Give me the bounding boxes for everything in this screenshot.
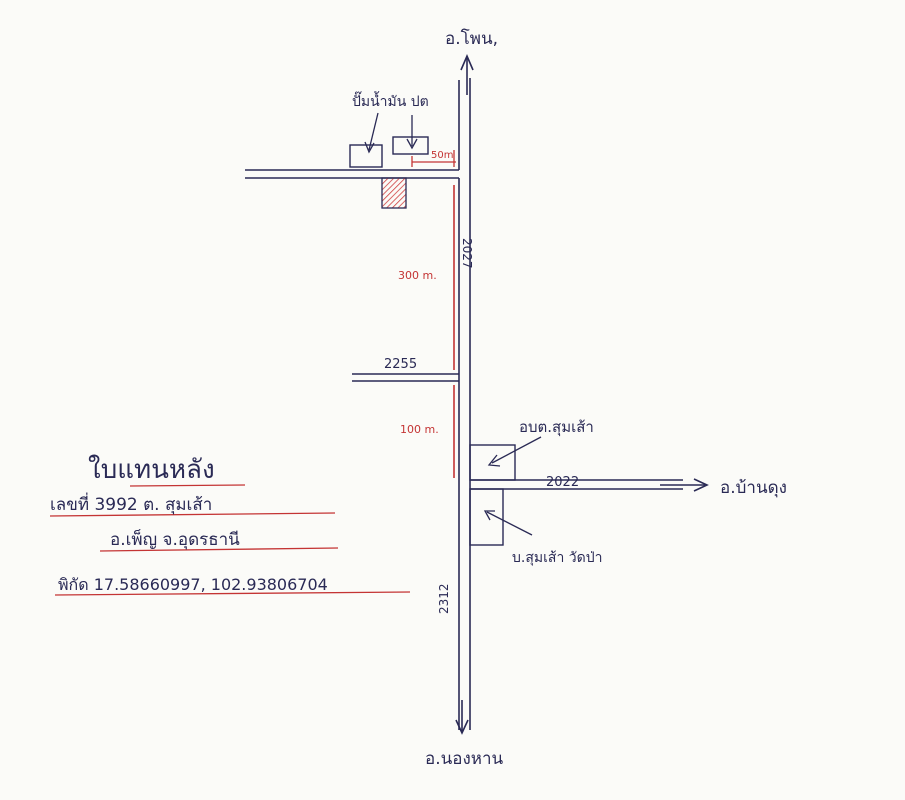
village-temple <box>469 488 533 546</box>
note-title: ใบแทนหลัง <box>88 455 215 485</box>
subdistrict-office <box>469 436 542 481</box>
main-road <box>458 78 471 730</box>
distance-label-north: 50m <box>431 150 453 161</box>
north-arrow-icon <box>460 53 474 95</box>
gas-station-label: ปั๊มน้ำมัน ปต <box>352 91 429 110</box>
distance-label-upper: 300 m. <box>398 269 437 282</box>
note-address-line2: อ.เพ็ญ จ.อุดรธานี <box>110 528 240 550</box>
south-direction-label: อ.นองหาน <box>425 749 503 769</box>
road-number-middle: 2255 <box>384 357 417 372</box>
note-coordinates: พิกัด 17.58660997, 102.93806704 <box>58 575 328 594</box>
distance-markers <box>411 150 456 478</box>
north-direction-label: อ.โพน, <box>445 28 498 49</box>
village-temple-label: บ.สุมเส้า วัดป่า <box>512 550 602 566</box>
south-arrow-icon <box>455 700 469 735</box>
note-underlines <box>49 484 411 596</box>
road-number-south: 2312 <box>437 583 451 614</box>
note-address-line1: เลขที่ 3992 ต. สุมเส้า <box>50 492 212 515</box>
road-number-east: 2022 <box>546 475 579 490</box>
road-number-north: 2027 <box>460 238 474 269</box>
east-direction-label: อ.บ้านดุง <box>720 478 787 498</box>
gas-station-buildings <box>349 112 429 168</box>
middle-branch-road <box>352 373 459 382</box>
east-arrow-icon <box>660 478 709 492</box>
distance-label-lower: 100 m. <box>400 423 439 436</box>
subdistrict-office-label: อบต.สุมเส้า <box>519 418 594 437</box>
top-branch-road <box>245 169 459 179</box>
target-house <box>381 177 407 209</box>
